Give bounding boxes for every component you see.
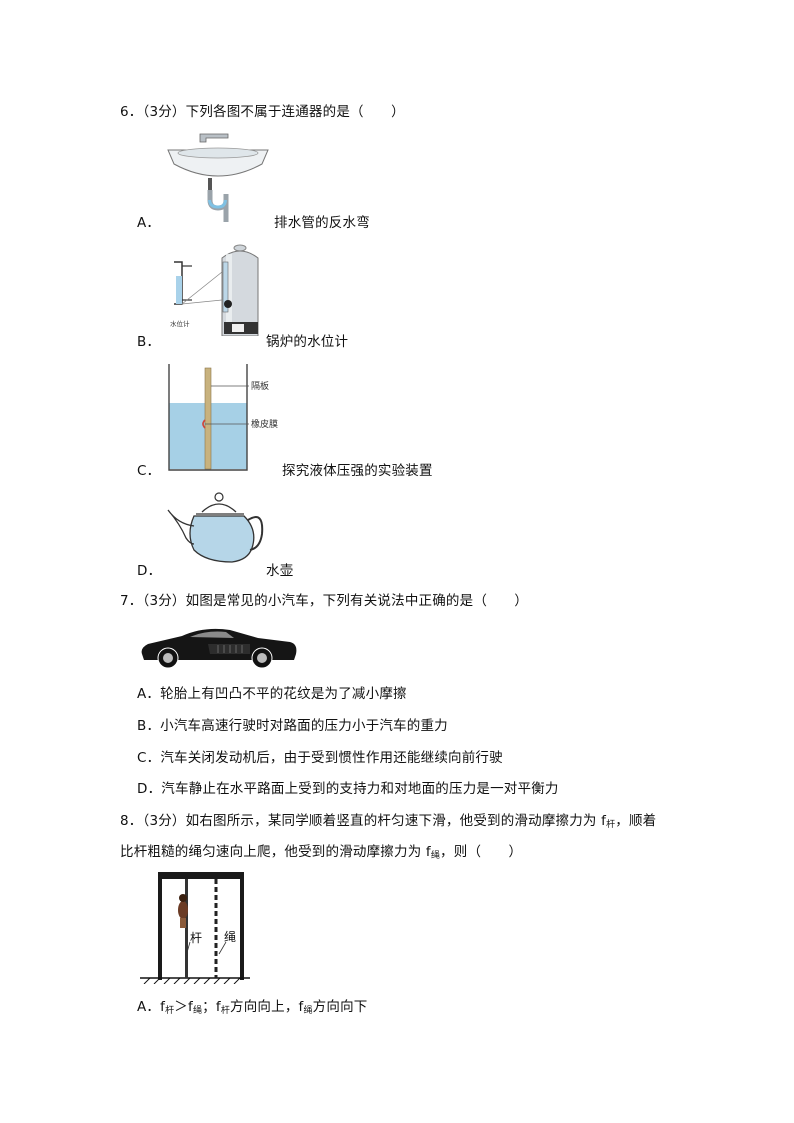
- q6-option-d-caption: 水壶: [266, 563, 294, 579]
- q8-option-a-p3: ；f: [202, 999, 221, 1015]
- liquid-pressure-apparatus-figure: 隔板 橡皮膜: [168, 364, 278, 471]
- q8-sub-rope: 绳: [430, 851, 441, 861]
- q7-option-c: C．汽车关闭发动机后，由于受到惯性作用还能继续向前行驶: [137, 750, 503, 766]
- q8-line2-part-a: 比杆粗糙的绳匀速向上爬，他受到的滑动摩擦力为 f: [120, 844, 431, 860]
- q8-option-a-p2: ＞f: [174, 999, 193, 1015]
- q8-sub-pole: 杆: [606, 820, 616, 830]
- q8-option-a-p1: A．f: [137, 999, 166, 1015]
- q8-option-a-s4: 绳: [303, 1006, 313, 1016]
- q7-option-d: D．汽车静止在水平路面上受到的支持力和对地面的压力是一对平衡力: [137, 781, 559, 797]
- partition-label: 隔板: [251, 380, 269, 392]
- q8-option-a-s1: 杆: [165, 1006, 175, 1016]
- q7-option-b: B．小汽车高速行驶时对路面的压力小于汽车的重力: [137, 718, 448, 734]
- q8-stem-part-b: ，顺着: [615, 813, 657, 829]
- q8-stem-line2: 比杆粗糙的绳匀速向上爬，他受到的滑动摩擦力为 f绳，则（ ）: [120, 843, 522, 865]
- q8-option-a-p4: 方向向上，f: [230, 999, 304, 1015]
- q6-option-a-caption: 排水管的反水弯: [274, 215, 370, 231]
- pole-and-rope-figure: 杆 绳: [140, 872, 250, 984]
- q6-option-c-caption: 探究液体压强的实验装置: [282, 463, 433, 479]
- q8-option-a-p5: 方向向下: [312, 999, 368, 1015]
- q6-option-d-letter: D．: [137, 563, 162, 579]
- q6-stem: 6．（3分）下列各图不属于连通器的是（ ）: [120, 104, 405, 120]
- q8-option-a-s3: 杆: [220, 1006, 231, 1016]
- rope-label: 绳: [224, 930, 236, 944]
- water-level-gauge-label: 水位计: [170, 319, 190, 328]
- q7-stem: 7．（3分）如图是常见的小汽车，下列有关说法中正确的是（ ）: [120, 593, 529, 609]
- q8-stem-line1: 8．（3分）如右图所示，某同学顺着竖直的杆匀速下滑，他受到的滑动摩擦力为 f杆，…: [120, 812, 656, 834]
- q8-option-a: A．f杆＞f绳；f杆方向向上，f绳方向向下: [137, 998, 367, 1020]
- teapot-figure: [167, 492, 264, 563]
- q7-option-a: A．轮胎上有凹凸不平的花纹是为了减小摩擦: [137, 686, 407, 702]
- q8-stem-part-a: 8．（3分）如右图所示，某同学顺着竖直的杆匀速下滑，他受到的滑动摩擦力为 f: [120, 813, 607, 829]
- q6-option-b-caption: 锅炉的水位计: [266, 334, 349, 350]
- q8-option-a-s2: 绳: [192, 1006, 203, 1016]
- sink-trap-figure: [167, 133, 269, 222]
- pole-label: 杆: [190, 931, 202, 945]
- sports-car-figure: [141, 628, 297, 669]
- q6-option-a-letter: A．: [137, 215, 161, 231]
- q6-option-b-letter: B．: [137, 334, 161, 350]
- q8-line2-part-b: ，则（ ）: [440, 844, 523, 860]
- q6-option-c-letter: C．: [137, 463, 161, 479]
- rubber-membrane-label: 橡皮膜: [251, 418, 278, 430]
- boiler-figure: 水位计: [170, 244, 259, 336]
